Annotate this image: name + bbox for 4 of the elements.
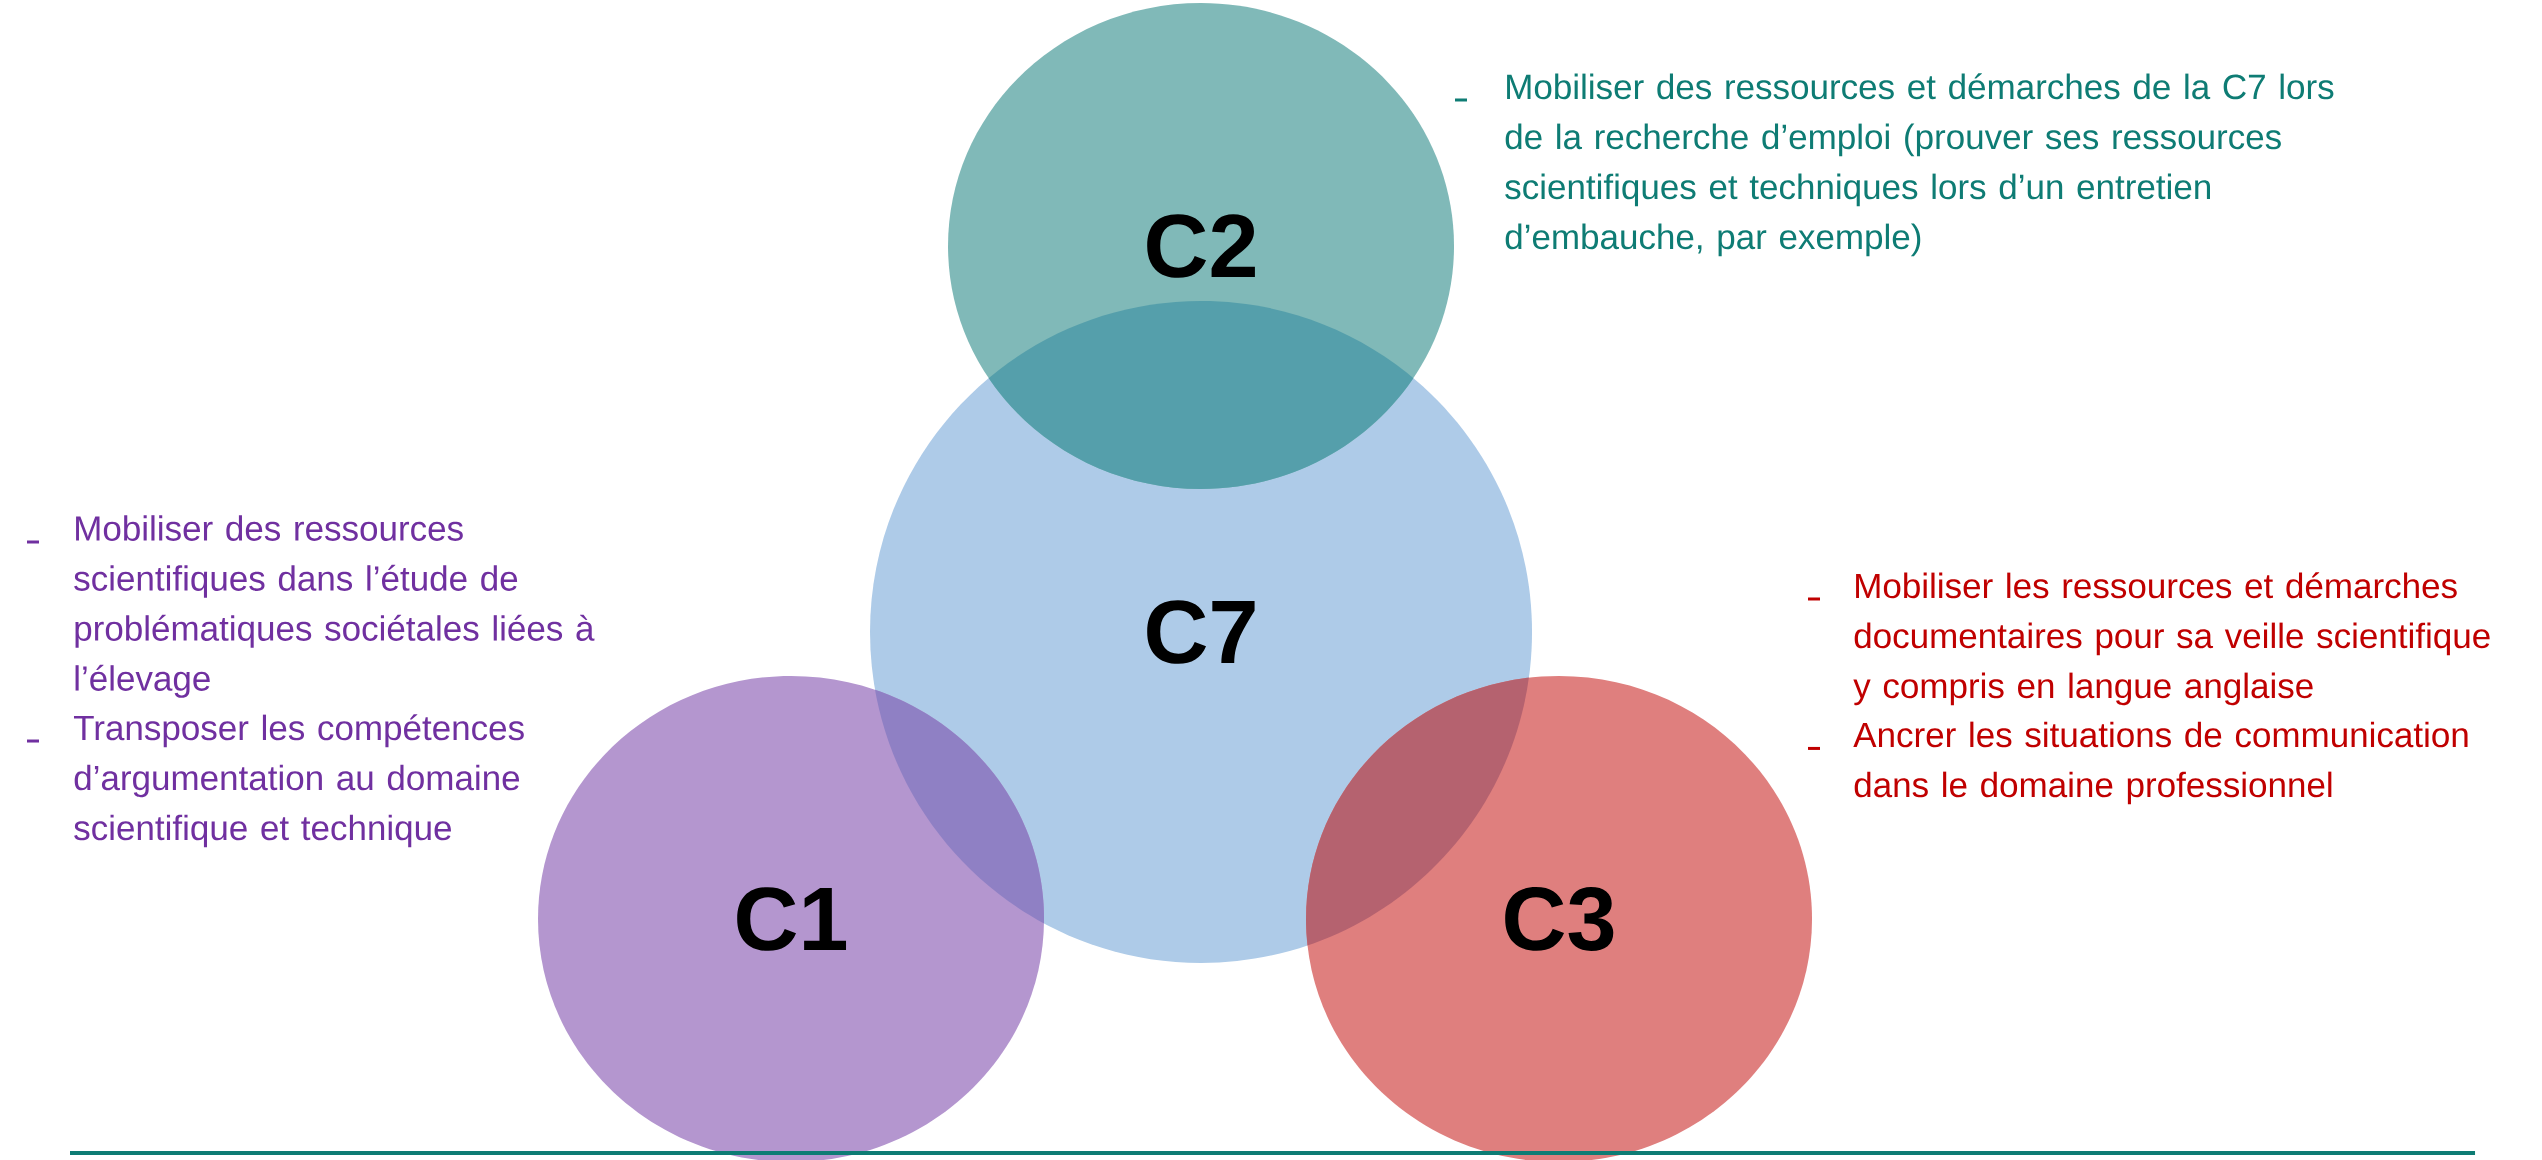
list-item: Ancrer les situations de communication dans le domaine professionnel (1853, 721, 2468, 805)
list-item: Mobiliser les ressources et démarches documentaires pour sa veille scientifique y compris en langue anglaise (1853, 572, 2490, 706)
list-item: Transposer les compétences d’argumentation au domaine scientifique et technique (74, 714, 524, 848)
list-item: Mobiliser des ressources et démarches de la C7 lors de la recherche d’emploi (prouver ses ressources scientifiques et techniques lors d’un entretien d’embauche, par exemple) (1505, 73, 2334, 257)
